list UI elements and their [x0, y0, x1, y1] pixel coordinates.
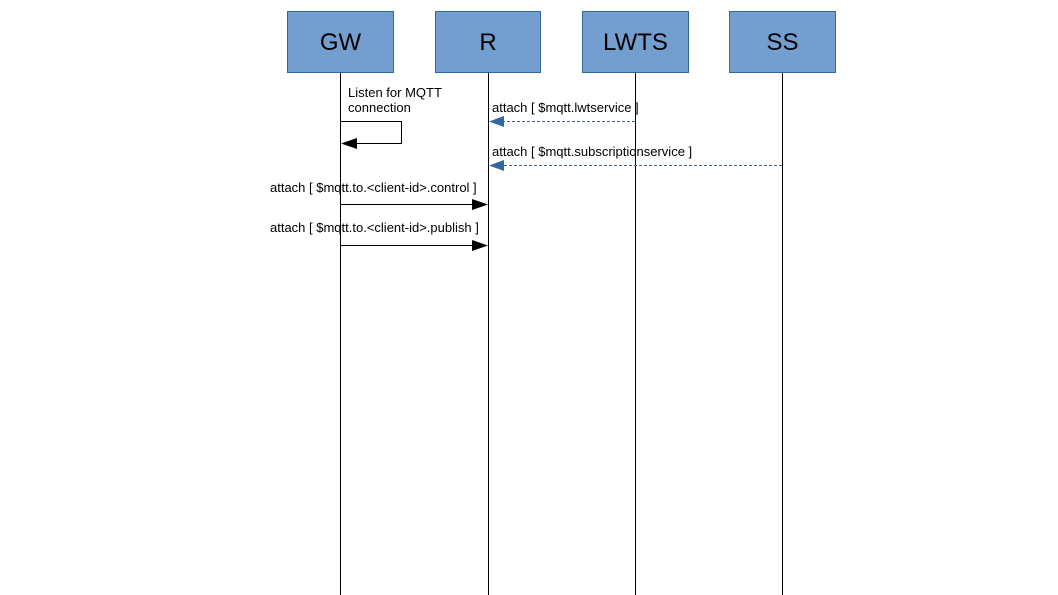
participant-lwts-label: LWTS — [603, 29, 668, 56]
participant-r[interactable]: R — [435, 11, 541, 73]
message-publish-arrowhead — [472, 240, 488, 251]
message-control-arrowhead — [472, 199, 488, 210]
message-lwtservice-arrowhead — [489, 116, 504, 127]
participant-r-box — [435, 11, 541, 73]
participant-lwts[interactable]: LWTS — [582, 11, 689, 73]
participant-ss[interactable]: SS — [729, 11, 836, 73]
participant-r-label: R — [479, 29, 496, 56]
message-lwtservice[interactable]: attach [ $mqtt.lwtservice ] — [489, 100, 639, 127]
message-publish-label: attach [ $mqtt.to.<client-id>.publish ] — [270, 220, 479, 235]
message-subscriptionservice-arrowhead — [489, 160, 504, 171]
participant-lwts-box — [582, 11, 689, 73]
message-publish[interactable]: attach [ $mqtt.to.<client-id>.publish ] — [270, 220, 488, 251]
participant-ss-box — [729, 11, 836, 73]
message-control-label: attach [ $mqtt.to.<client-id>.control ] — [270, 180, 477, 195]
message-self-listen[interactable]: Listen for MQTT connection — [340, 85, 442, 149]
participant-gw[interactable]: GW — [287, 11, 394, 73]
participant-gw-label: GW — [320, 29, 362, 56]
participant-gw-box — [287, 11, 394, 73]
message-lwtservice-label: attach [ $mqtt.lwtservice ] — [492, 100, 639, 115]
message-subscriptionservice-label: attach [ $mqtt.subscriptionservice ] — [492, 144, 692, 159]
message-self-label-line1: Listen for MQTT — [348, 85, 442, 100]
participant-ss-label: SS — [766, 29, 798, 56]
message-control[interactable]: attach [ $mqtt.to.<client-id>.control ] — [270, 180, 488, 210]
message-self-label-line2: connection — [348, 100, 411, 115]
message-self-arrowhead — [341, 138, 357, 149]
message-subscriptionservice[interactable]: attach [ $mqtt.subscriptionservice ] — [489, 144, 782, 171]
message-self-line — [340, 121, 402, 144]
